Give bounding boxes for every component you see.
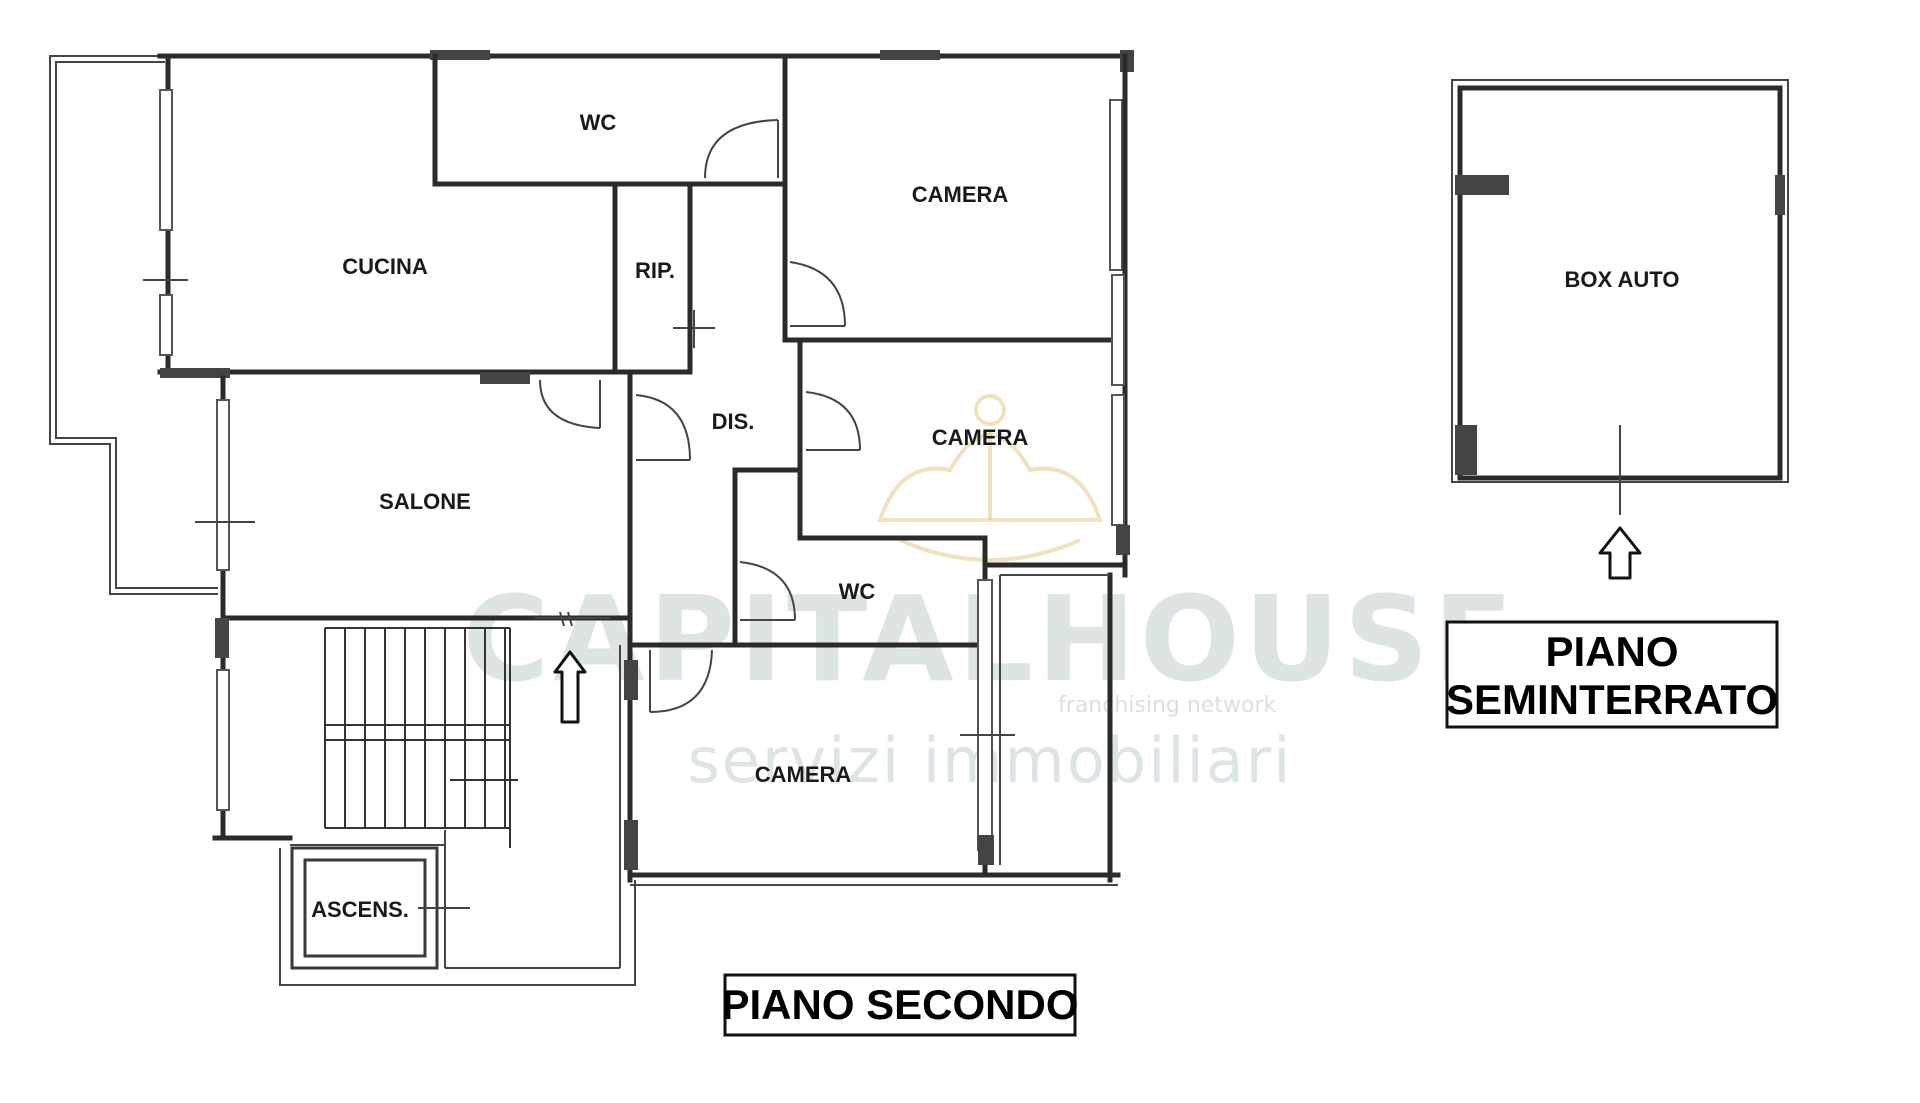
crown-logo [877,394,1103,562]
left-balcony-outline [49,55,218,595]
room-label-wc-mid: WC [839,579,876,604]
room-label-salone: SALONE [379,489,471,514]
camera3-door [649,649,713,713]
dis-door [635,394,691,461]
camera1-door [789,261,846,327]
room-label-wc-top: WC [580,110,617,135]
staircase [324,627,518,848]
room-label-rip: RIP. [635,258,675,283]
watermark-tagline: franchising network [1058,693,1276,718]
basement-title-line2: SEMINTERRATO [1446,676,1778,723]
room-label-camera-1: CAMERA [912,182,1009,207]
garage-entrance-arrow-icon [1598,526,1642,580]
basement-title: PIANO SEMINTERRATO [1445,620,1779,729]
room-label-dis: DIS. [712,409,755,434]
salone-door [539,379,601,429]
wc-top-door [704,119,779,179]
room-label-camera-3: CAMERA [755,762,852,787]
second-floor-plan [49,50,1134,986]
room-label-box-auto: BOX AUTO [1565,267,1680,292]
camera2-door [805,391,861,451]
wc-mid-door [739,561,796,621]
camera2-walls [797,342,1033,568]
room-label-camera-2: CAMERA [932,425,1029,450]
second-floor-title: PIANO SECONDO [721,973,1079,1037]
basement-title-line1: PIANO [1545,628,1678,675]
room-label-cucina: CUCINA [342,254,428,279]
landing-outline [279,848,636,986]
second-floor-title-text: PIANO SECONDO [721,981,1078,1028]
room-labels: WC CUCINA RIP. CAMERA CAMERA DIS. SALONE… [311,110,1028,922]
room-label-ascens: ASCENS. [311,897,409,922]
basement-plan: BOX AUTO [1451,79,1789,580]
wc-top-walls [432,53,788,187]
wc-mid-left-wall [732,467,803,648]
entrance-arrow-icon [553,650,587,724]
